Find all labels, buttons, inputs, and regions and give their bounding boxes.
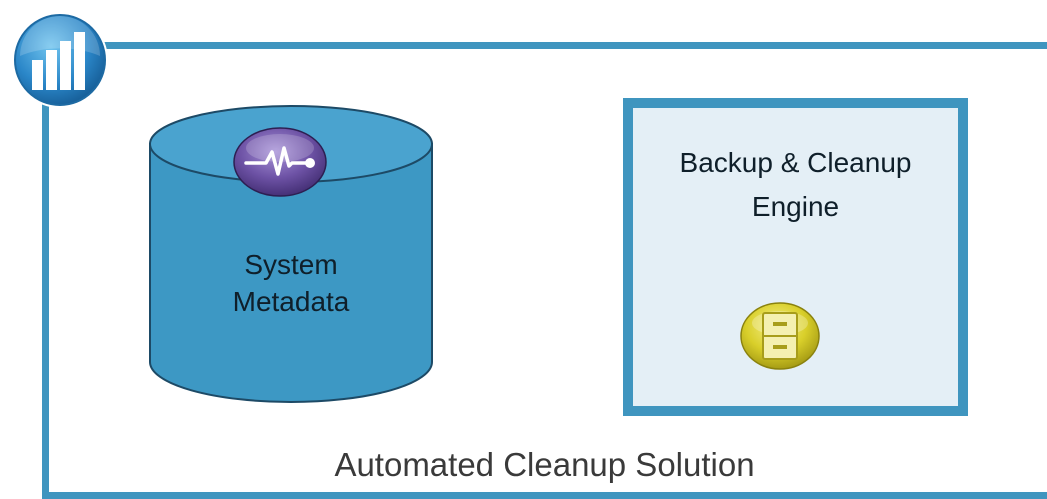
bar-chart-logo-icon — [12, 12, 108, 108]
engine-label-line1: Backup & Cleanup — [679, 147, 912, 178]
database-cylinder — [149, 105, 433, 403]
engine-label: Backup & Cleanup Engine — [633, 141, 958, 229]
file-cabinet-icon — [740, 302, 820, 370]
engine-label-line2: Engine — [751, 191, 840, 222]
database-label: System Metadata — [148, 246, 434, 320]
solution-label: Automated Cleanup Solution — [334, 446, 755, 483]
activity-pulse-icon — [233, 127, 327, 197]
database-label-line2: Metadata — [232, 286, 350, 317]
database-label-line1: System — [244, 249, 338, 280]
